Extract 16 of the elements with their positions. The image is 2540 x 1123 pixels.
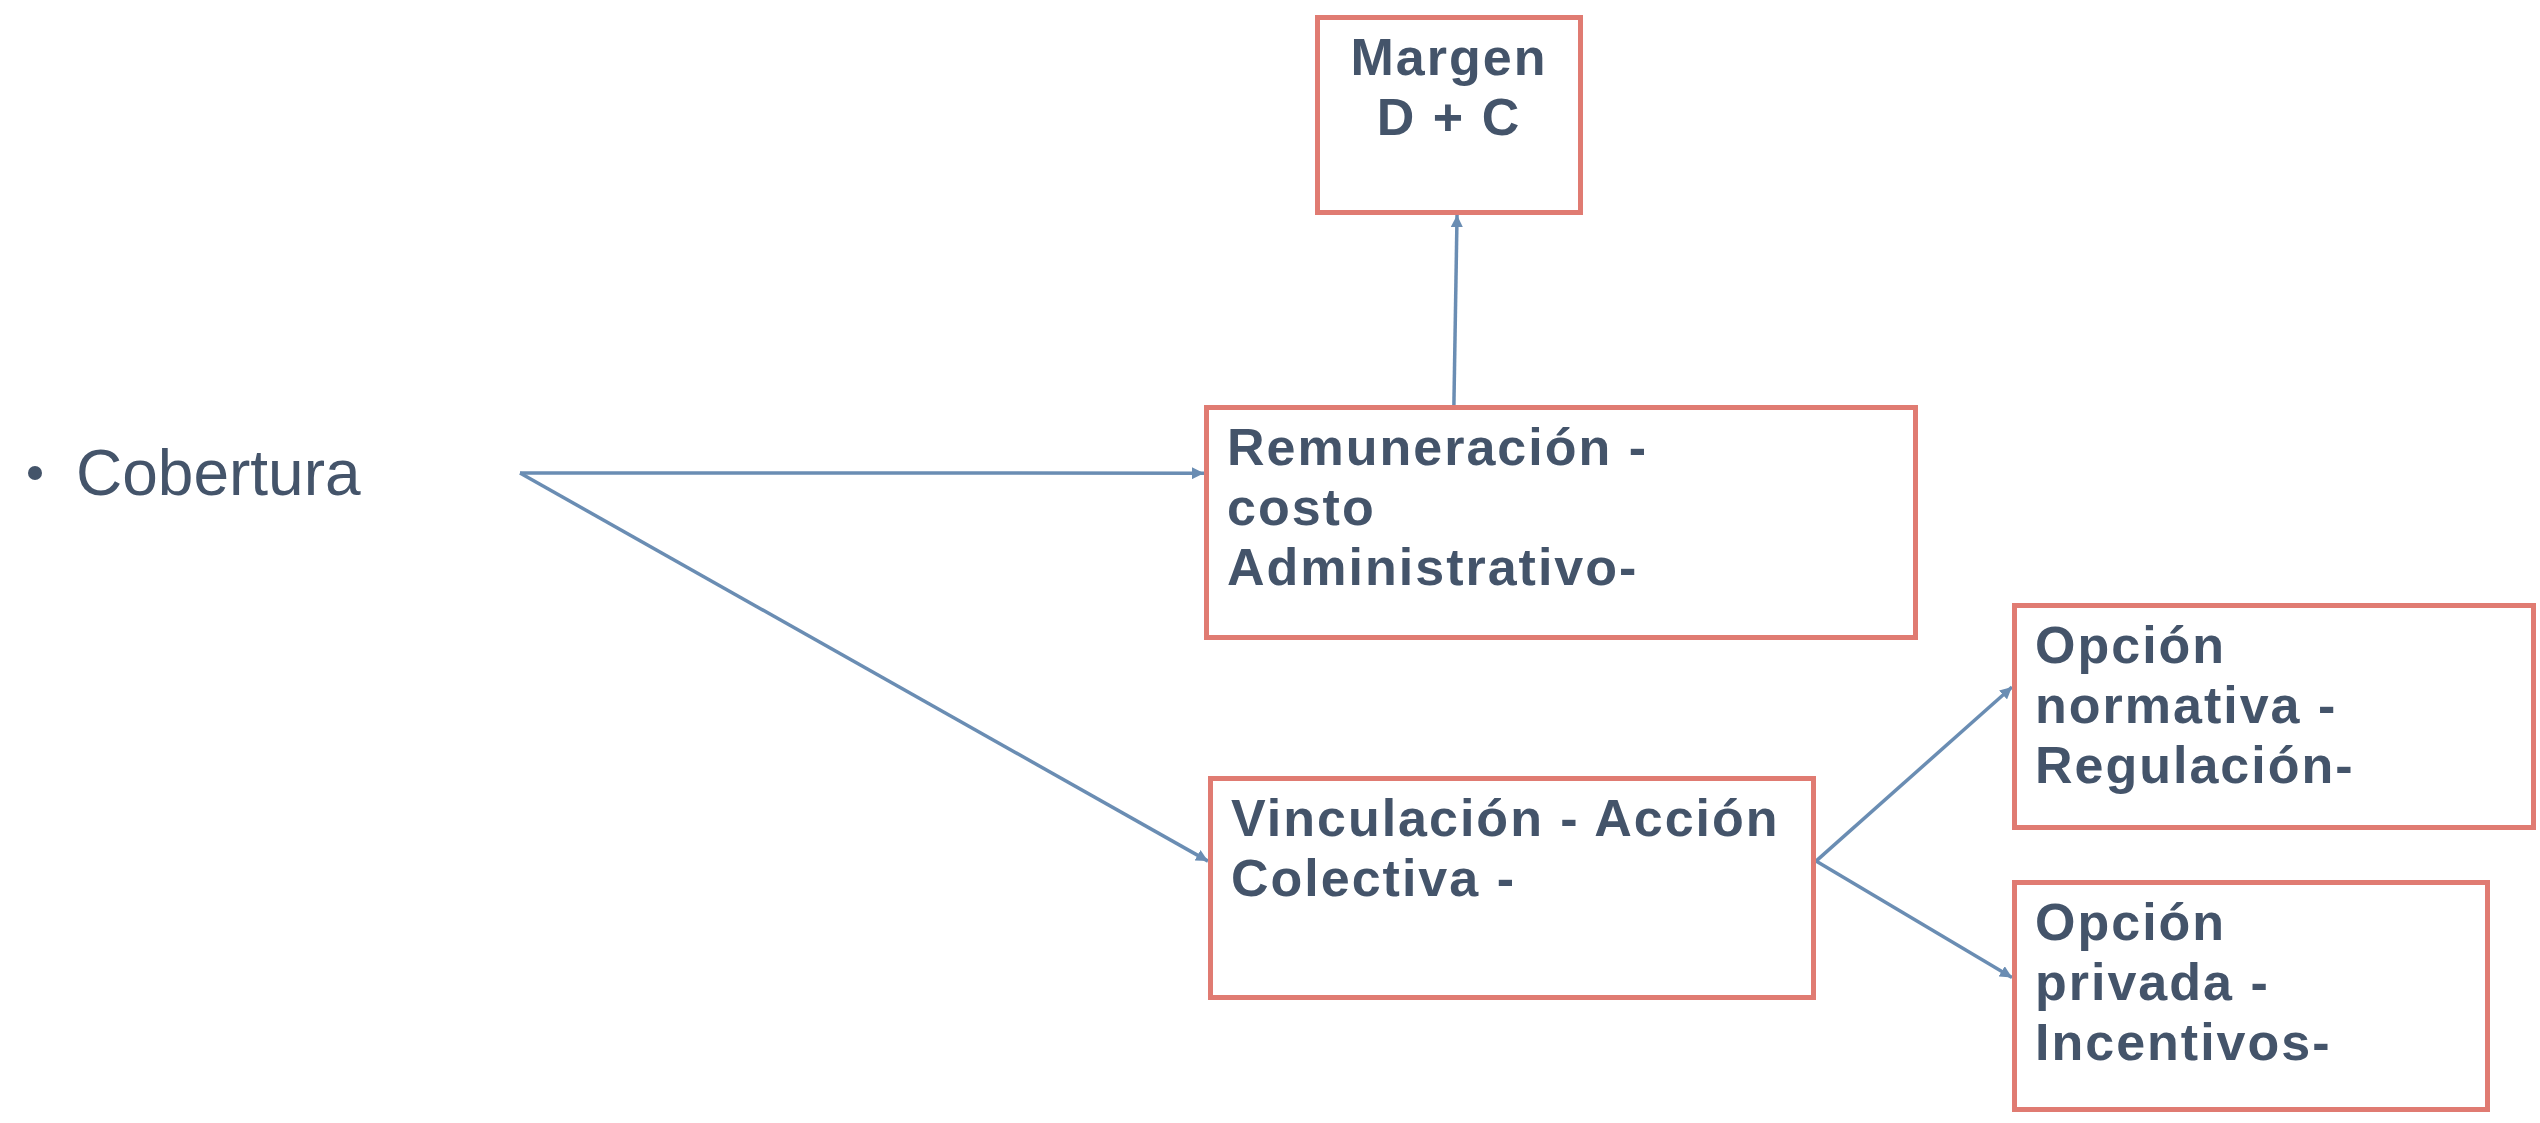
box-label: Vinculación - Acción Colectiva - [1231, 789, 1781, 909]
box-label: Opción normativa - Regulación- [2035, 616, 2356, 796]
arrow [1450, 214, 1463, 406]
node-label: Cobertura [76, 441, 361, 505]
process-box [2012, 603, 2536, 830]
arrow [1815, 859, 2013, 979]
process-box [1204, 405, 1918, 640]
process-box [2012, 880, 2490, 1112]
process-box [1208, 776, 1816, 1000]
arrow [520, 467, 1204, 480]
process-box [1315, 15, 1583, 215]
box-label: Remuneración -costo Administrativo- [1227, 418, 1649, 598]
arrow [519, 471, 1209, 863]
arrow [1814, 685, 2014, 863]
box-label: Opción privada - Incentivos- [2035, 893, 2333, 1073]
box-label: Margen D + C [1349, 28, 1549, 148]
